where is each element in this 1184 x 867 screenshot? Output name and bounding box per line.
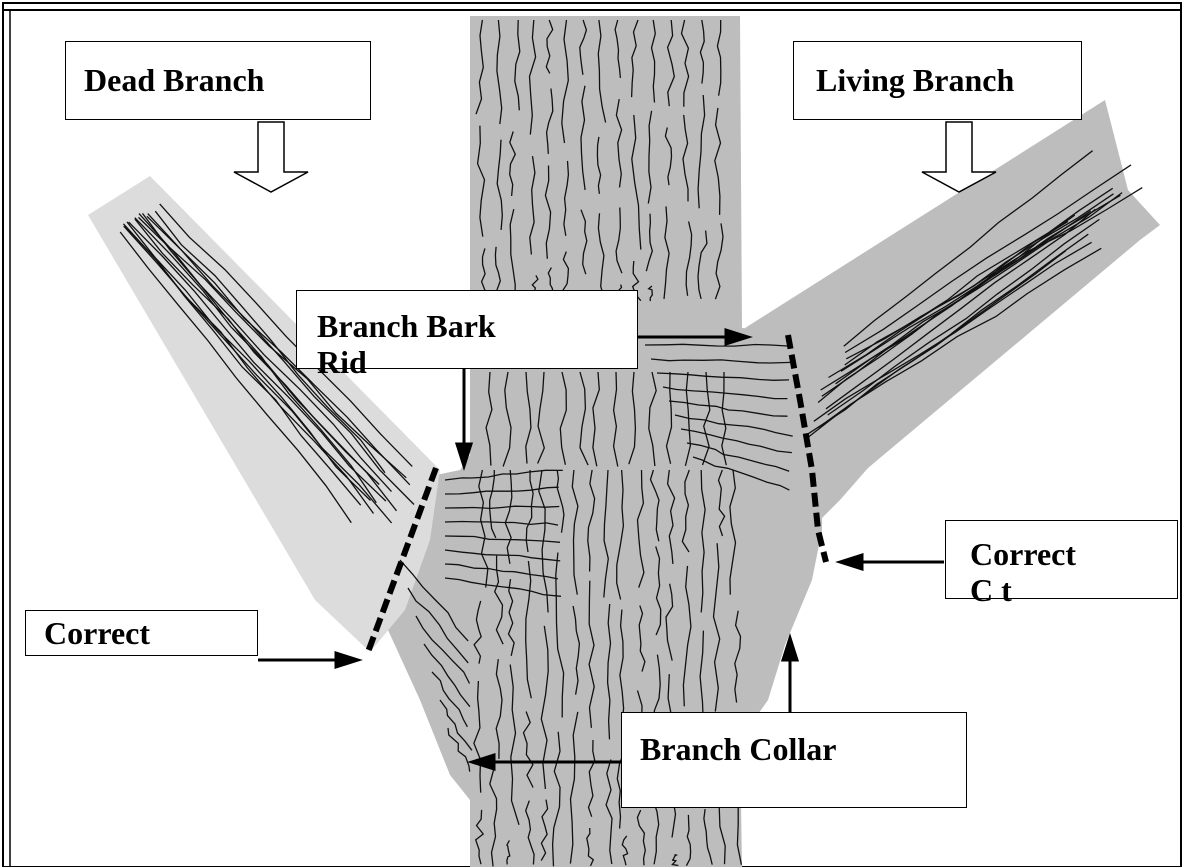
label-branch-bark-ridge-text: Branch Bark Rid xyxy=(317,308,547,380)
label-correct-cut-left-text: Correct xyxy=(44,615,150,651)
label-living-branch: Living Branch xyxy=(793,41,1082,120)
label-branch-collar: Branch Collar xyxy=(621,712,967,808)
dead-branch xyxy=(88,176,440,652)
label-living-branch-text: Living Branch xyxy=(816,62,1014,98)
label-correct-cut-right: Correct C t xyxy=(945,520,1178,599)
label-correct-cut-right-text: Correct C t xyxy=(970,536,1105,608)
label-dead-branch-text: Dead Branch xyxy=(84,62,264,98)
label-correct-cut-left: Correct xyxy=(25,610,258,656)
label-dead-branch: Dead Branch xyxy=(65,41,371,120)
dead-branch-arrow xyxy=(234,122,308,192)
label-branch-bark-ridge: Branch Bark Rid xyxy=(296,290,638,369)
label-branch-collar-text: Branch Collar xyxy=(640,731,836,767)
